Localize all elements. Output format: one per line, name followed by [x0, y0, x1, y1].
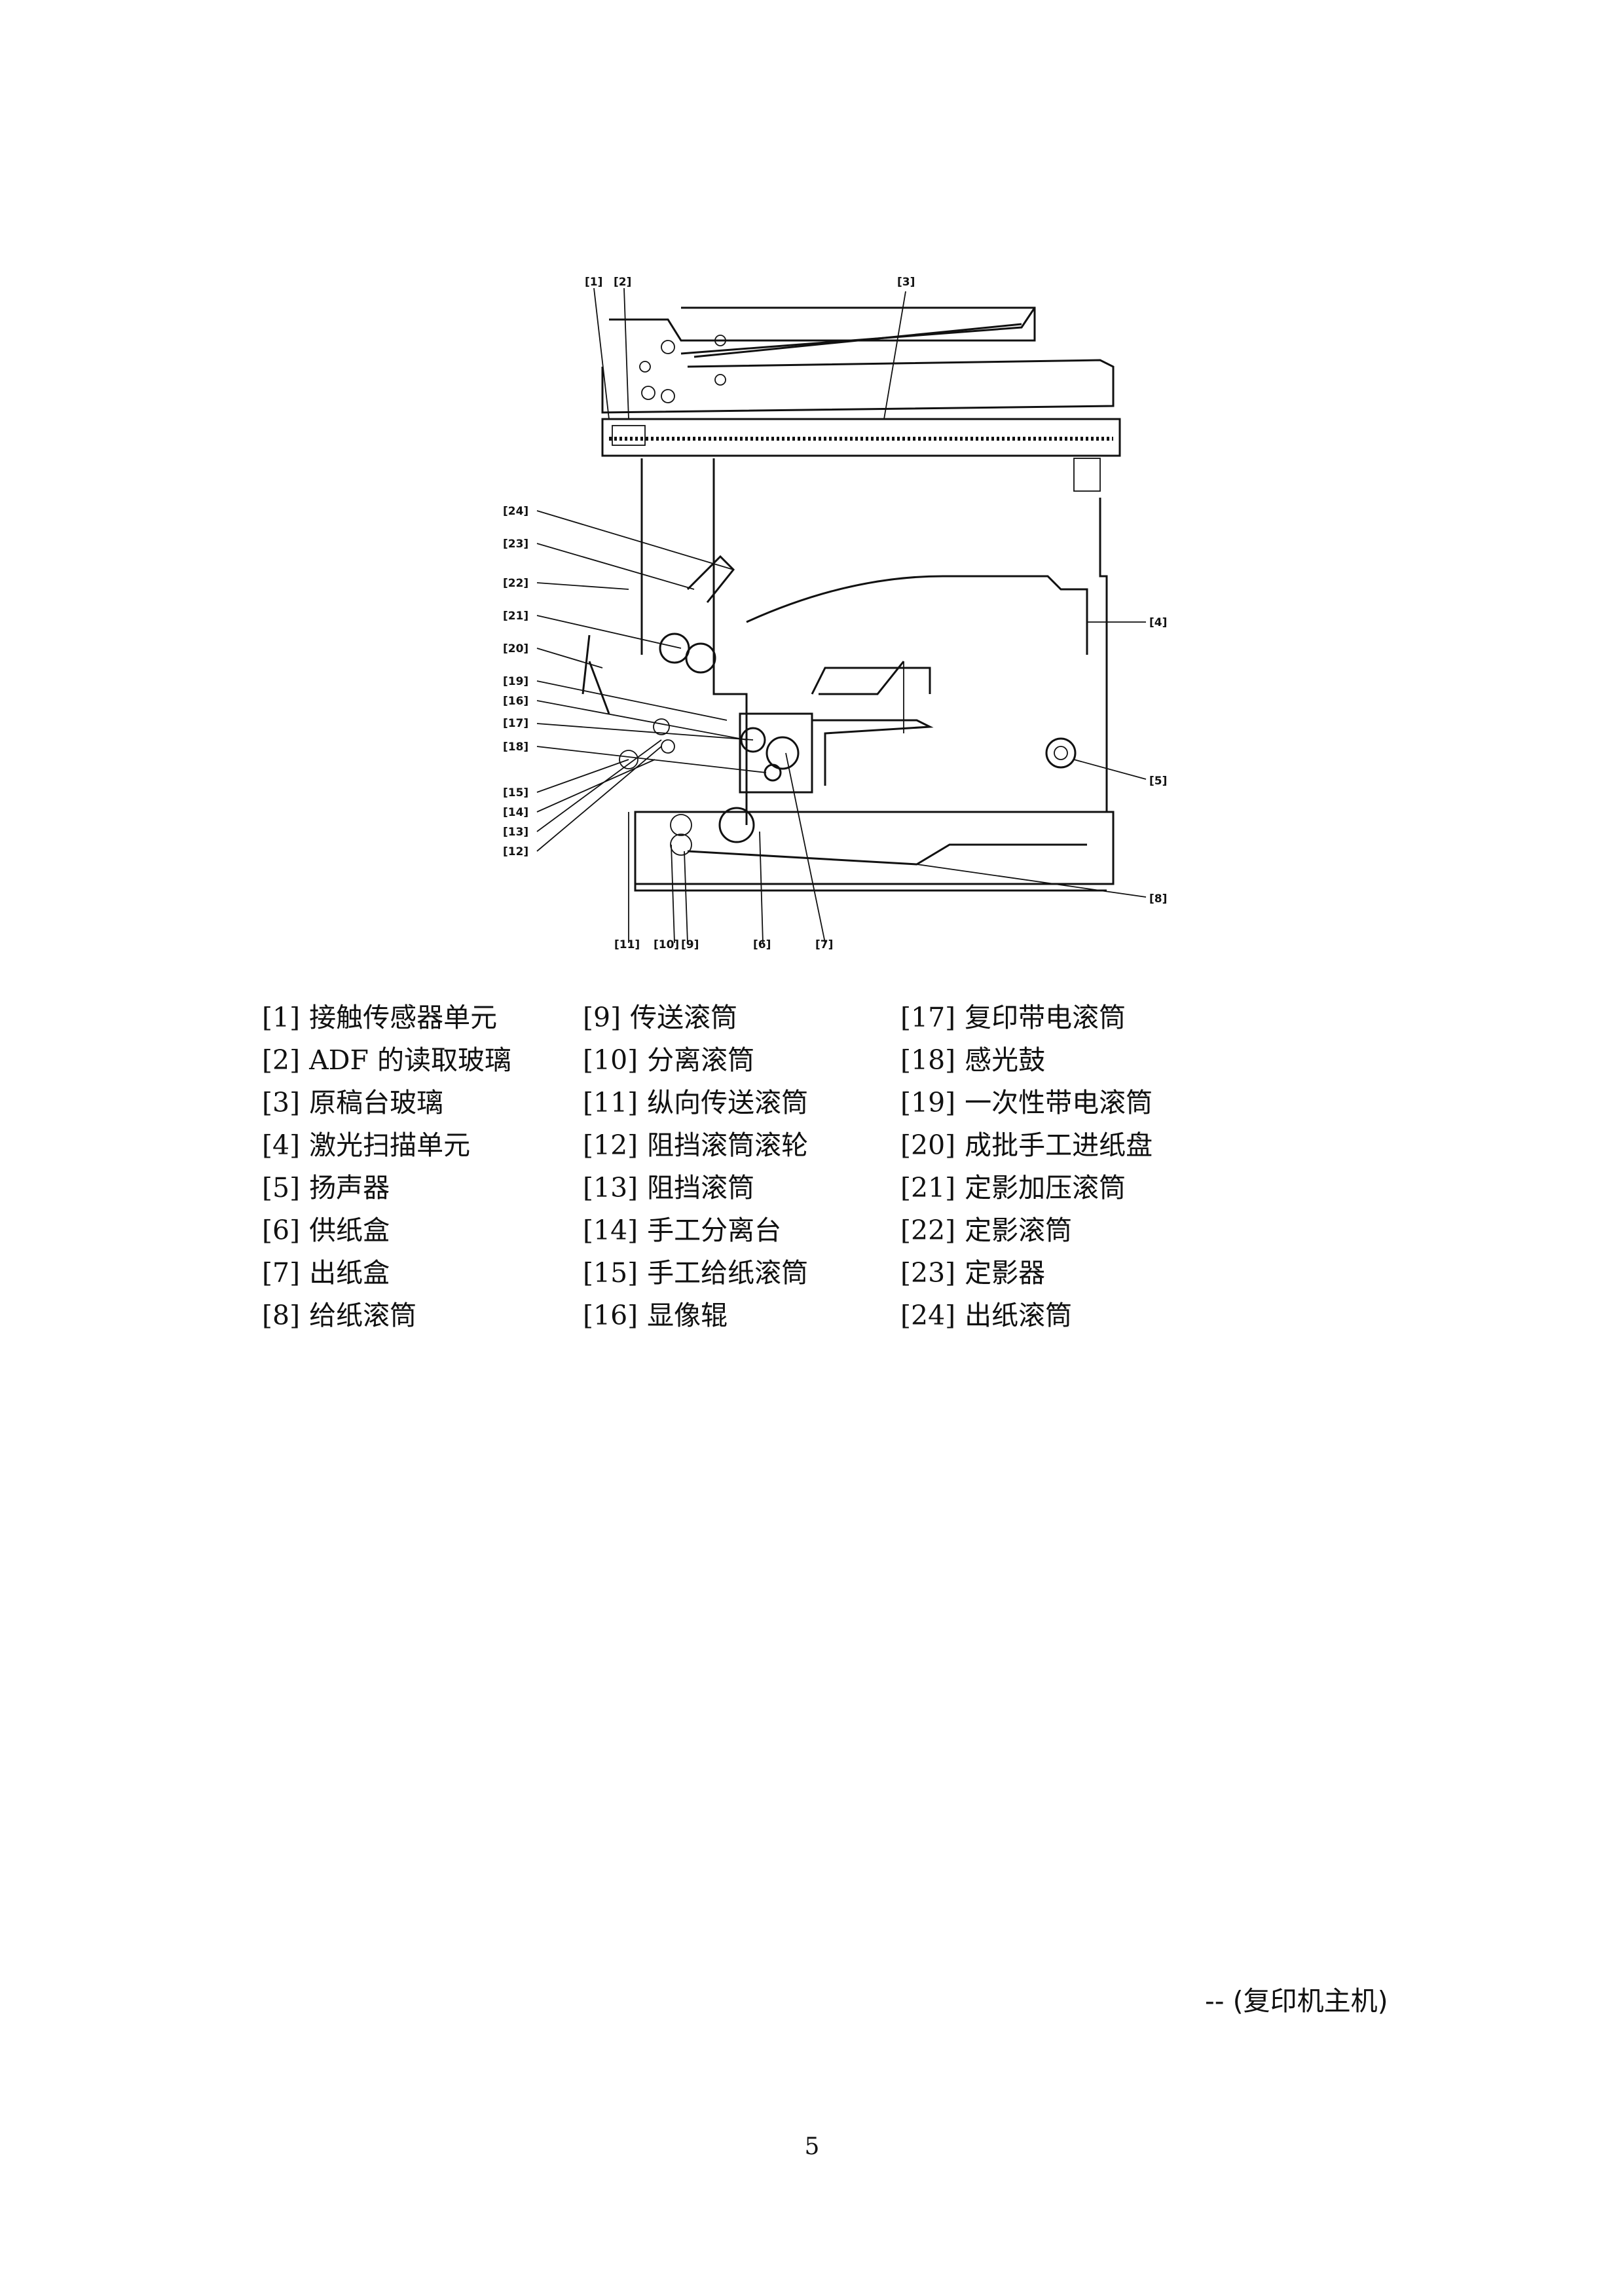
- legend-item: [6]供纸盒: [262, 1215, 390, 1246]
- legend-item: [19]一次性带电滚筒: [900, 1087, 1153, 1118]
- legend-item: [18]感光鼓: [900, 1044, 1046, 1076]
- callout-19: [19]: [503, 675, 528, 688]
- legend-item: [4]激光扫描单元: [262, 1129, 471, 1161]
- callout-9: [9]: [681, 938, 699, 951]
- callout-10: [10]: [654, 938, 679, 951]
- callout-17: [17]: [503, 717, 528, 730]
- callout-4: [4]: [1149, 616, 1167, 629]
- callout-24: [24]: [503, 505, 528, 518]
- callout-14: [14]: [503, 806, 528, 819]
- diagram-callouts: [1] [2] [3] [4] [5] [8] [7] [6] [9] [10]…: [503, 276, 1167, 951]
- callout-11: [11]: [614, 938, 640, 951]
- legend-item: [14]手工分离台: [583, 1215, 782, 1246]
- legend-item: [10]分离滚筒: [583, 1044, 755, 1076]
- legend-item: [9]传送滚筒: [583, 1002, 738, 1033]
- legend-item: [2]ADF 的读取玻璃: [262, 1044, 512, 1076]
- legend-item: [21]定影加压滚筒: [900, 1172, 1126, 1203]
- callout-23: [23]: [503, 538, 528, 551]
- callout-16: [16]: [503, 695, 528, 708]
- figure-caption: -- (复印机主机): [1205, 1985, 1388, 2017]
- legend-item: [15]手工给纸滚筒: [583, 1257, 809, 1289]
- legend-item: [16]显像辊: [583, 1300, 728, 1331]
- main-body: [581, 458, 1115, 892]
- page-number: 5: [804, 2133, 820, 2160]
- legend-item: [17]复印带电滚筒: [900, 1002, 1126, 1033]
- callout-7: [7]: [815, 938, 833, 951]
- callout-18: [18]: [503, 741, 528, 754]
- legend-item: [1]接触传感器单元: [262, 1002, 498, 1033]
- legend-item: [24]出纸滚筒: [900, 1300, 1073, 1331]
- legend-item: [23]定影器: [900, 1257, 1046, 1289]
- leader-lines: [536, 287, 1147, 944]
- callout-5: [5]: [1149, 775, 1167, 788]
- legend-column-1: [1]接触传感器单元 [2]ADF 的读取玻璃 [3]原稿台玻璃 [4]激光扫描…: [262, 997, 511, 1337]
- callout-21: [21]: [503, 610, 528, 623]
- callout-8: [8]: [1149, 892, 1167, 906]
- platen-glass: [601, 418, 1121, 492]
- callout-13: [13]: [503, 826, 528, 839]
- legend-item: [12]阻挡滚筒滚轮: [583, 1129, 809, 1161]
- callout-1: [1]: [585, 276, 602, 289]
- legend-item: [5]扬声器: [262, 1172, 390, 1203]
- callout-22: [22]: [503, 577, 528, 590]
- legend-item: [22]定影滚筒: [900, 1215, 1073, 1246]
- adf-unit: [601, 306, 1115, 414]
- callout-6: [6]: [753, 938, 771, 951]
- legend-item: [7]出纸盒: [262, 1257, 390, 1289]
- callout-2: [2]: [614, 276, 631, 289]
- callout-3: [3]: [897, 276, 915, 289]
- copier-cross-section-diagram: [1] [2] [3] [4] [5] [8] [7] [6] [9] [10]…: [503, 276, 1167, 951]
- legend-item: [13]阻挡滚筒: [583, 1172, 755, 1203]
- legend-item: [3]原稿台玻璃: [262, 1087, 444, 1118]
- callout-12: [12]: [503, 845, 528, 858]
- legend-item: [20]成批手工进纸盘: [900, 1129, 1153, 1161]
- legend-item: [11]纵向传送滚筒: [583, 1087, 809, 1118]
- legend-column-2: [9]传送滚筒 [10]分离滚筒 [11]纵向传送滚筒 [12]阻挡滚筒滚轮 […: [583, 997, 808, 1337]
- legend-column-3: [17]复印带电滚筒 [18]感光鼓 [19]一次性带电滚筒 [20]成批手工进…: [900, 997, 1153, 1337]
- legend-item: [8]给纸滚筒: [262, 1300, 417, 1331]
- callout-15: [15]: [503, 786, 528, 799]
- callout-20: [20]: [503, 642, 528, 655]
